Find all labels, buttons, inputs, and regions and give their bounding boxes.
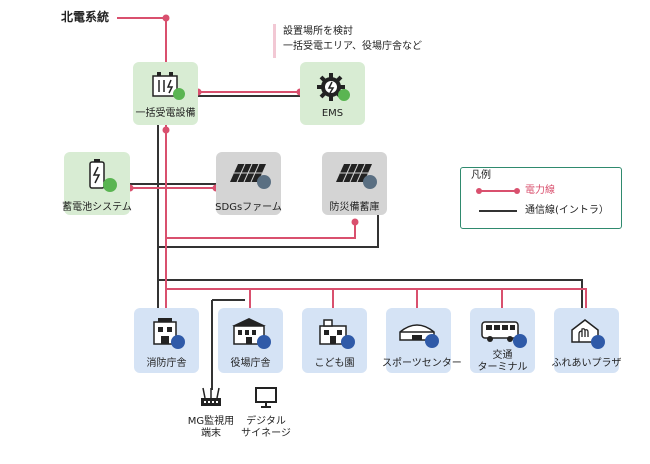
note-line-1: 設置場所を検討: [283, 26, 353, 37]
solar-panel-icon: [336, 163, 377, 189]
mg-terminal-label-line2: 端末: [201, 428, 221, 439]
signage-label-line2: サイネージ: [241, 428, 291, 439]
sdgs-farm-node[interactable]: SDGsファーム: [215, 152, 282, 215]
battery-icon: [89, 159, 117, 192]
battery-system-node[interactable]: 蓄電池システム: [62, 152, 132, 215]
power-node: [162, 14, 170, 22]
facility-label: こども園: [314, 358, 355, 369]
power-node: [351, 218, 359, 226]
legend-power-label: 電力線: [525, 185, 555, 196]
nursery-icon: [319, 319, 355, 349]
legend-box: 凡例 電力線 通信線(イントラ）: [460, 167, 622, 229]
power-node: [162, 126, 170, 134]
gear-icon: [317, 73, 350, 101]
transport-terminal-node[interactable]: 交通 ターミナル: [470, 308, 535, 373]
sports-center-node[interactable]: スポーツセンター: [382, 308, 462, 373]
disaster-storage-node[interactable]: 防災備蓄庫: [322, 152, 387, 215]
legend-comm-swatch: [479, 210, 517, 212]
disaster-storage-label: 防災備蓄庫: [329, 202, 380, 213]
town-hall-node[interactable]: 役場庁舎: [218, 308, 283, 373]
house-hand-icon: [571, 319, 605, 349]
signage-monitor-icon: [255, 387, 277, 408]
community-plaza-node[interactable]: ふれあいプラザ: [552, 308, 622, 373]
sports-center-icon: [399, 324, 439, 348]
comm-line: [158, 200, 379, 248]
legend-comm-label: 通信線(イントラ）: [525, 205, 609, 216]
facility-label-line1: 交通: [492, 350, 513, 361]
router-icon: [201, 387, 221, 406]
town-hall-icon: [232, 318, 271, 349]
grid-source-label: 北電系統: [61, 10, 110, 24]
facility-label-line2: ターミナル: [477, 362, 528, 373]
ems-label: EMS: [321, 108, 344, 119]
facility-label: ふれあいプラザ: [551, 358, 622, 369]
sdgs-farm-label: SDGsファーム: [215, 202, 282, 213]
battery-label: 蓄電池システム: [62, 202, 132, 213]
hub-label: 一括受電設備: [135, 108, 196, 119]
power-line: [166, 288, 587, 313]
bulk-power-receiving-node[interactable]: 一括受電設備: [133, 62, 198, 125]
fire-station-icon: [153, 318, 185, 349]
signage-label-line1: デジタル: [246, 416, 286, 427]
comm-line: [158, 279, 583, 313]
legend-title: 凡例: [471, 170, 491, 181]
power-receiver-icon: [152, 72, 185, 100]
note-bar: [273, 24, 276, 58]
legend-power-swatch: [476, 188, 520, 194]
fire-station-node[interactable]: 消防庁舎: [134, 308, 199, 373]
note-line-2: 一括受電エリア、役場庁舎など: [283, 41, 422, 52]
bus-icon: [481, 321, 527, 348]
power-line: [117, 17, 167, 62]
power-line: [166, 220, 356, 239]
facility-label: 役場庁舎: [230, 358, 271, 369]
solar-panel-icon: [230, 163, 271, 189]
facility-label: スポーツセンター: [382, 358, 462, 369]
mg-terminal-label-line1: MG監視用: [187, 416, 235, 427]
ems-node[interactable]: EMS: [300, 62, 365, 125]
facility-label: 消防庁舎: [146, 358, 187, 369]
nursery-node[interactable]: こども園: [302, 308, 367, 373]
